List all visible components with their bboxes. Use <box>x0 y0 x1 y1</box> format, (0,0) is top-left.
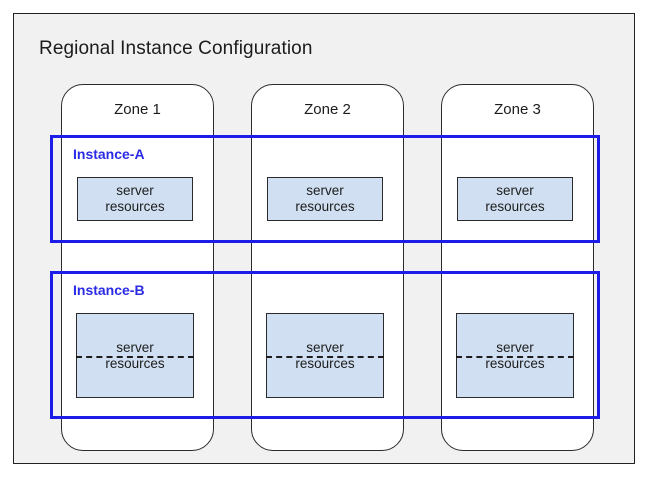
resource-box-b-zone2[interactable]: server resources <box>266 313 384 398</box>
resource-box-a-zone1[interactable]: server resources <box>77 177 193 221</box>
resource-line-1: server <box>496 339 534 355</box>
split-divider-icon <box>76 355 194 358</box>
resource-box-b-zone3[interactable]: server resources <box>456 313 574 398</box>
resource-line-1: server <box>116 339 154 355</box>
resource-box-a-zone3[interactable]: server resources <box>457 177 573 221</box>
resource-line-1: server <box>116 183 154 198</box>
resource-line-1: server <box>306 339 344 355</box>
zone-label-2: Zone 2 <box>304 101 351 118</box>
instance-band-a[interactable]: Instance-A <box>50 135 600 243</box>
resource-line-2: resources <box>295 355 355 371</box>
resource-box-a-zone2[interactable]: server resources <box>267 177 383 221</box>
resource-line-1: server <box>306 183 344 198</box>
instance-band-b[interactable]: Instance-B <box>50 271 600 419</box>
resource-line-2: resources <box>485 355 545 371</box>
zone-label-1: Zone 1 <box>114 101 161 118</box>
resource-line-2: resources <box>295 199 355 214</box>
split-divider-icon <box>266 355 384 358</box>
instance-label-a: Instance-A <box>73 146 145 162</box>
split-divider-icon <box>456 355 574 358</box>
resource-line-2: resources <box>485 199 545 214</box>
resource-line-2: resources <box>105 355 165 371</box>
resource-line-2: resources <box>105 199 165 214</box>
resource-box-b-zone1[interactable]: server resources <box>76 313 194 398</box>
page-title: Regional Instance Configuration <box>39 38 313 59</box>
resource-line-1: server <box>496 183 534 198</box>
region-container: Regional Instance Configuration Zone 1 Z… <box>13 13 635 464</box>
instance-label-b: Instance-B <box>73 282 145 298</box>
zone-label-3: Zone 3 <box>494 101 541 118</box>
